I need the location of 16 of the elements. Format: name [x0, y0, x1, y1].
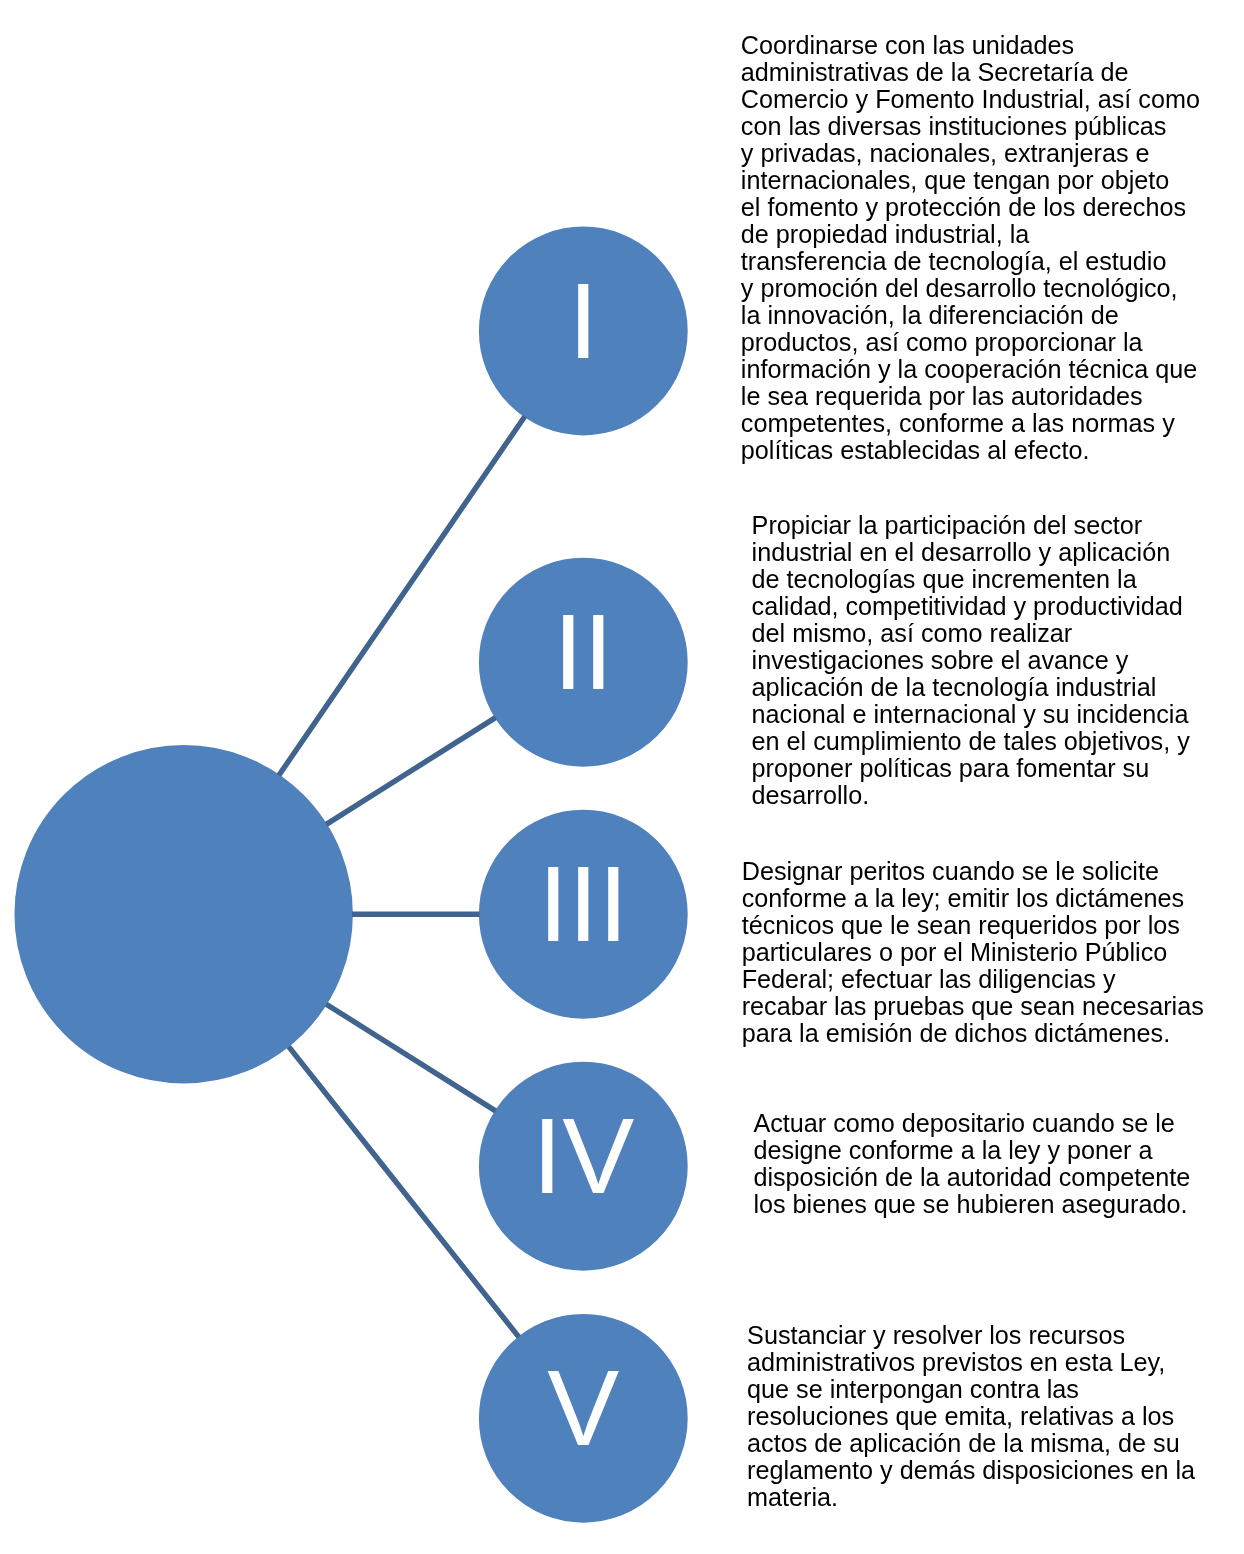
- node-circle: V: [478, 1313, 688, 1523]
- node-label: Sustanciar y resolver los recursos administrativos previstos en esta Ley, que se interpongan contra las resoluciones que emita, relativas a los actos de aplicación de la misma, de su reglamento y demás disposiciones en la materia.: [747, 1320, 1196, 1511]
- connector: [324, 715, 497, 827]
- node-circle: III: [478, 809, 688, 1019]
- connector: [324, 1001, 497, 1114]
- connector: [286, 1045, 522, 1339]
- node-circle: II: [478, 557, 688, 767]
- node-circle: I: [478, 226, 688, 436]
- node-label: Propiciar la participación del sector industrial en el desarrollo y aplicación de tecnologías que incrementen la calidad, competitividad y productividad del mismo, así como realizar investigaciones sobre el avance y aplicación de la tecnología industrial nacional e internacional y su incidencia en el cumplimiento de tales objetivos, y proponer políticas para fomentar su desarrollo.: [751, 510, 1190, 809]
- connector: [352, 911, 480, 917]
- node-circle: IV: [478, 1061, 688, 1271]
- node-label: Designar peritos cuando se le solicite conforme a la ley; emitir los dictámenes técnicos que le sean requeridos por los particulares o por el Ministerio Público Federal; efectuar las diligencias y recabar las pruebas que sean necesarias para la emisión de dichos dictámenes.: [741, 856, 1204, 1047]
- connector: [276, 415, 527, 777]
- node-label: Coordinarse con las unidades administrativas de la Secretaría de Comercio y Fomento Industrial, así como con las diversas instituciones públicas y privadas, nacionales, extranjeras e internacionales, que tengan por objeto el fomento y protección de los derechos de propiedad industrial, la transferencia de tecnología, el estudio y promoción del desarrollo tecnológico, la innovación, la diferenciación de productos, así como proporcionar la información y la cooperación técnica que le sea requerida por las autoridades competentes, conforme a las normas y políticas establecidas al efecto.: [740, 31, 1200, 465]
- node-circle: [14, 745, 353, 1084]
- node-label: Actuar como depositario cuando se le designe conforme a la ley y poner a disposición de la autoridad competente los bienes que se hubieren asegurado.: [753, 1109, 1191, 1219]
